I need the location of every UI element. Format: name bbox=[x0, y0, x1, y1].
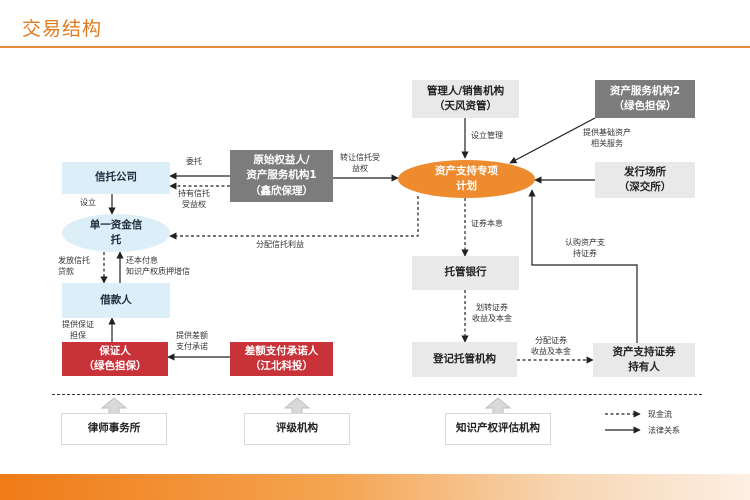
label-entrust: 委托 bbox=[186, 157, 202, 166]
label-repay: 还本付息 知识产权质押增信 bbox=[126, 256, 190, 276]
label-distribute-proceeds: 分配证券 收益及本金 bbox=[531, 336, 571, 356]
node-ip-appraiser: 知识产权评估机构 bbox=[446, 414, 550, 444]
footer-bar bbox=[0, 474, 750, 500]
label-provide-shortfall: 提供差额 支付承诺 bbox=[176, 331, 208, 351]
node-custodian: 托管银行 bbox=[412, 256, 519, 290]
node-trust-company: 信托公司 bbox=[62, 162, 170, 194]
label-transfer-trust: 转让信托受 益权 bbox=[340, 153, 380, 173]
edge-basic-service bbox=[509, 117, 596, 164]
legend-cash-flow-label: 现金流 bbox=[648, 410, 672, 419]
page-title: 交易结构 bbox=[22, 18, 103, 40]
node-rating: 评级机构 bbox=[245, 414, 349, 444]
node-exchange: 发行场所 （深交所） bbox=[595, 162, 695, 198]
node-single-trust: 单一资金信 托 bbox=[62, 214, 170, 252]
label-transfer-proceeds: 划转证券 收益及本金 bbox=[472, 303, 512, 323]
label-subscribe: 认购资产支 持证券 bbox=[565, 238, 605, 258]
label-distribute-trust: 分配信托利益 bbox=[256, 240, 304, 249]
ip-appraiser-up-arrow bbox=[484, 397, 512, 415]
label-lend: 发放信托 贷款 bbox=[58, 256, 90, 276]
node-law-firm: 律师事务所 bbox=[62, 414, 166, 444]
section-separator bbox=[52, 394, 702, 395]
label-basic-service: 提供基础资产 相关服务 bbox=[583, 128, 631, 148]
lawfirm-up-arrow bbox=[100, 397, 128, 415]
rating-up-arrow bbox=[283, 397, 311, 415]
node-servicer2: 资产服务机构2 （绿色担保） bbox=[595, 80, 695, 118]
node-borrower: 借款人 bbox=[62, 283, 170, 318]
edge-distribute-trust bbox=[169, 196, 419, 240]
node-guarantor: 保证人 （绿色担保） bbox=[62, 342, 168, 376]
label-proceeds: 证券本息 bbox=[471, 219, 503, 228]
edge-subscribe bbox=[528, 189, 638, 343]
node-holders: 资产支持证券 持有人 bbox=[593, 343, 695, 377]
node-originator: 原始权益人/ 资产服务机构1 （鑫欣保理） bbox=[230, 150, 333, 202]
label-provide-guarantee: 提供保证 担保 bbox=[62, 320, 94, 340]
node-shortfall: 差额支付承诺人 （江北科投） bbox=[230, 342, 333, 376]
title-divider bbox=[0, 46, 750, 48]
label-setup-manage: 设立管理 bbox=[471, 131, 503, 140]
node-registrar: 登记托管机构 bbox=[412, 342, 517, 377]
node-spv: 资产支持专项 计划 bbox=[398, 160, 535, 198]
node-manager: 管理人/销售机构 （天风资管） bbox=[412, 80, 519, 118]
label-trust-benefit: 持有信托 受益权 bbox=[178, 189, 210, 209]
label-establish: 设立 bbox=[80, 198, 96, 207]
legend-legal-relation-label: 法律关系 bbox=[648, 426, 680, 435]
